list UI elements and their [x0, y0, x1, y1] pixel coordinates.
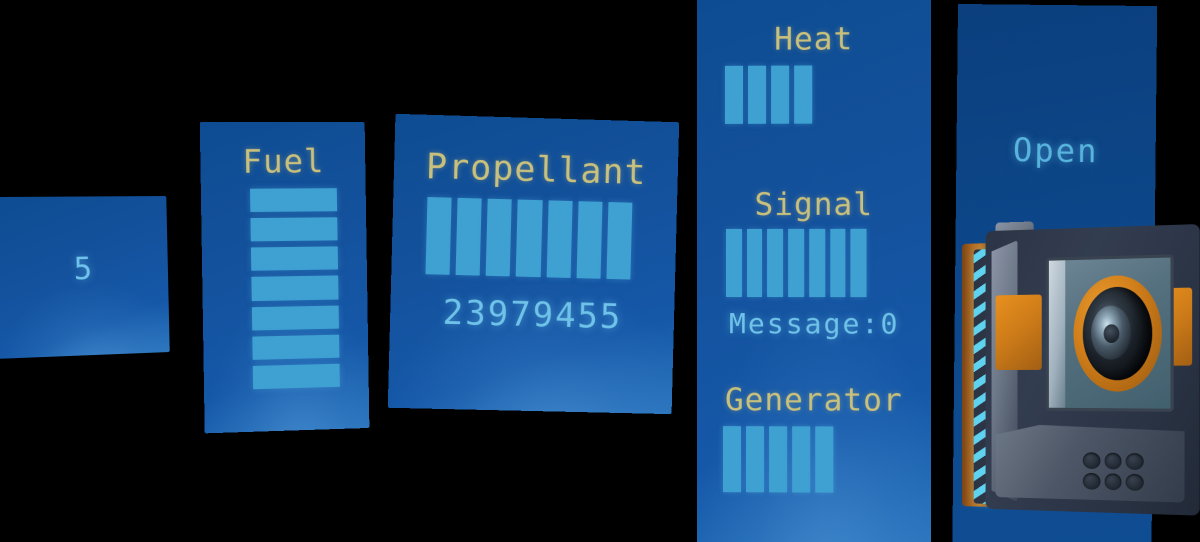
window-bevel	[1048, 260, 1066, 408]
message-count-label: Message:0	[729, 307, 900, 341]
fuel-panel[interactable]: Fuel	[199, 121, 370, 434]
generator-bar-gauge	[722, 426, 834, 493]
heat-section: Heat	[697, 21, 931, 124]
status-panel[interactable]: Heat Signal Message:0 Generator	[697, 0, 932, 542]
lens-aperture	[1103, 324, 1120, 344]
counter-panel[interactable]: 5	[0, 195, 170, 359]
device-dot-grid	[1082, 452, 1144, 491]
device-tab-left	[995, 294, 1042, 370]
propellant-bar-gauge	[425, 197, 633, 280]
open-label: Open	[1012, 130, 1099, 171]
generator-section: Generator	[697, 382, 931, 493]
signal-title: Signal	[754, 186, 874, 223]
signal-bar-gauge	[726, 228, 867, 298]
camera-lens-icon	[1082, 286, 1153, 381]
heat-bar-gauge	[725, 65, 813, 124]
device-lens-window	[1045, 254, 1174, 412]
propellant-title: Propellant	[425, 146, 647, 194]
fuel-title: Fuel	[242, 142, 325, 181]
counter-value: 5	[73, 251, 95, 288]
heat-title: Heat	[774, 21, 854, 58]
propellant-panel[interactable]: Propellant 23979455	[387, 113, 680, 415]
propellant-value: 23979455	[442, 292, 623, 338]
fuel-bar-gauge	[250, 188, 340, 390]
camera-module[interactable]	[960, 220, 1200, 527]
lens-glass	[1091, 305, 1131, 360]
generator-title: Generator	[725, 382, 903, 419]
lens-ring-icon	[1073, 274, 1162, 392]
